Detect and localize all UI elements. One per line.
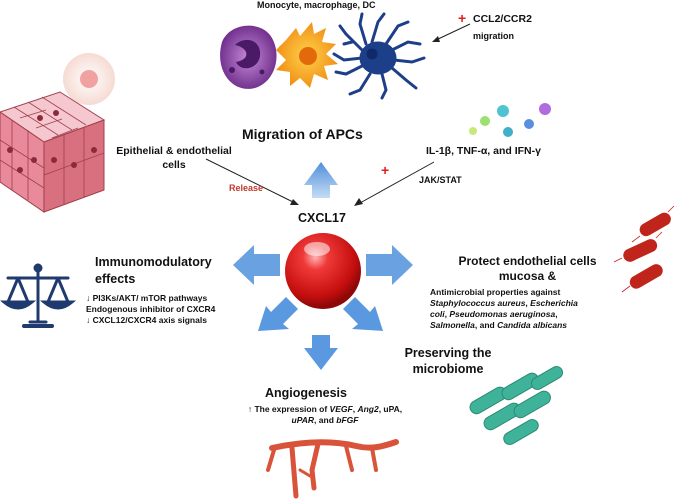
immuno-title-line1: Immunomodulatory xyxy=(95,255,212,269)
angio-phrase: ↑ The expression of xyxy=(247,404,330,414)
species-s-aureus: Staphylococcus aureus xyxy=(430,298,526,308)
angiogenesis-title: Angiogenesis xyxy=(265,386,347,400)
species-coli: coli xyxy=(430,309,445,319)
monocyte-icon xyxy=(220,25,277,89)
ccl2-ccr2-label: CCL2/CCR2 xyxy=(473,13,532,25)
epithelium-icon xyxy=(0,91,106,213)
macrophage-icon xyxy=(276,22,338,88)
sep: , xyxy=(525,298,531,308)
dendritic-cell-icon xyxy=(332,12,426,100)
epithelial-label-line2: cells xyxy=(162,159,186,171)
sep: , and xyxy=(314,415,337,425)
gene-upar: uPAR xyxy=(291,415,315,425)
angiogenesis-text: ↑ The expression of VEGF, Ang2, uPA, uPA… xyxy=(225,404,425,426)
blood-vessels-icon xyxy=(266,439,399,499)
cytokine-spheres-icon xyxy=(469,103,551,137)
gene-bfgf: bFGF xyxy=(336,415,359,425)
immuno-title: Immunomodulatory effects xyxy=(95,254,212,288)
epithelium-zoom-icon xyxy=(63,53,115,105)
apc-header: Monocyte, macrophage, DC xyxy=(257,0,376,10)
green-bacteria-icon xyxy=(469,366,564,445)
immuno-list: ↓ PI3Ks/AKT/ mTOR pathways Endogenous in… xyxy=(86,293,215,326)
release-arrow xyxy=(205,158,294,203)
sep: , xyxy=(444,309,450,319)
epithelial-label-line1: Epithelial & endothelial xyxy=(116,145,232,157)
immuno-title-line2: effects xyxy=(95,272,136,286)
migration-label: migration xyxy=(473,31,515,41)
ccl2-plus-sign: + xyxy=(458,10,467,26)
sep: , xyxy=(352,404,358,414)
epithelial-label: Epithelial & endothelial cells xyxy=(104,144,244,172)
microbiome-line2: microbiome xyxy=(412,362,484,376)
arrow-up xyxy=(304,162,338,198)
antimicrobial-line1: Antimicrobial properties against xyxy=(430,287,612,298)
protect-title-line2: mucosa & xyxy=(498,269,557,283)
antimicrobial-line3: coli, Pseudomonas aeruginosa, xyxy=(430,309,612,320)
species-escherichia: Escherichia xyxy=(530,298,578,308)
angio-line1: ↑ The expression of VEGF, Ang2, uPA, xyxy=(225,404,425,415)
species-p-aeruginosa: Pseudomonas aeruginosa xyxy=(449,309,556,319)
gene-ang2: Ang2 xyxy=(357,404,379,414)
antimicrobial-line4: Salmonella, and Candida albicans xyxy=(430,320,612,331)
immuno-item-1: ↓ PI3Ks/AKT/ mTOR pathways xyxy=(86,293,208,303)
microbiome-title: Preserving the microbiome xyxy=(388,345,508,377)
release-label: Release xyxy=(229,183,264,193)
jak-stat-label: JAK/STAT xyxy=(419,175,462,185)
protect-title: Protect endothelial cells mucosa & xyxy=(440,254,615,284)
sep: , and xyxy=(474,320,498,330)
cxcl17-label: CXCL17 xyxy=(298,211,346,225)
balance-scale-icon xyxy=(0,263,77,328)
arrow-left xyxy=(233,245,280,285)
red-bacteria-icon xyxy=(613,205,675,293)
antimicrobial-text: Antimicrobial properties against Staphyl… xyxy=(430,287,612,331)
antimicrobial-line2: Staphylococcus aureus, Escherichia xyxy=(430,298,612,309)
arrow-down-right xyxy=(343,297,383,331)
jak-stat-arrow xyxy=(359,161,435,204)
microbiome-line1: Preserving the xyxy=(404,346,492,360)
immuno-item-3: ↓ CXCL12/CXCR4 axis signals xyxy=(86,315,207,325)
angio-line2: uPAR, and bFGF xyxy=(225,415,425,426)
cytokines-label: IL-1β, TNF-α, and IFN-γ xyxy=(426,145,541,157)
cytokines-plus-sign: + xyxy=(381,162,390,178)
arrow-down xyxy=(304,335,338,370)
species-salmonella: Salmonella xyxy=(430,320,475,330)
apc-migration-title: Migration of APCs xyxy=(242,126,363,142)
ccl2-arrow xyxy=(435,23,471,41)
protect-title-line1: Protect endothelial cells xyxy=(458,254,597,268)
immuno-item-2: Endogenous inhibitor of CXCR4 xyxy=(86,304,216,314)
gene-upa: , uPA, xyxy=(378,404,403,414)
arrow-down-left xyxy=(258,297,298,331)
arrow-right xyxy=(366,245,413,285)
sep: , xyxy=(555,309,558,319)
species-c-albicans: Candida albicans xyxy=(497,320,568,330)
gene-vegf: VEGF xyxy=(329,404,353,414)
cxcl17-sphere-icon xyxy=(285,233,361,309)
antimicrobial-phrase: Antimicrobial properties against xyxy=(430,287,561,297)
